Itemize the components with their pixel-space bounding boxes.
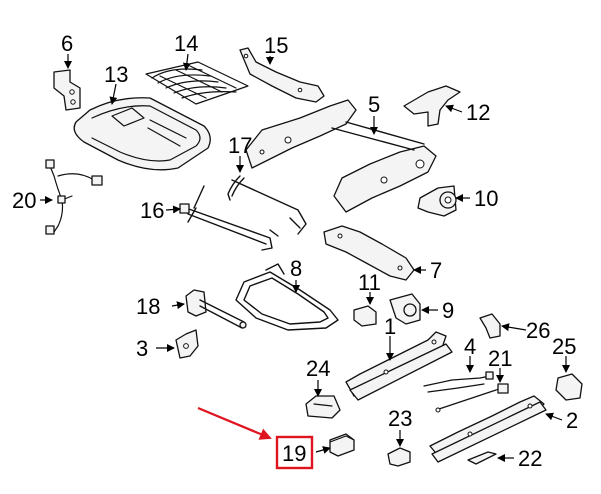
part-7-track-bracket <box>323 225 415 281</box>
part-5-seat-frame <box>245 99 437 213</box>
callout-11: 11 <box>358 270 381 295</box>
callout-13: 13 <box>104 62 128 87</box>
callout-15: 15 <box>264 33 288 58</box>
part-17-hook-wire <box>227 175 307 235</box>
part-14-spring-mat <box>145 61 249 105</box>
callout-4: 4 <box>464 334 476 359</box>
part-1-seat-track <box>345 331 453 401</box>
part-11-pad <box>353 305 377 327</box>
callout-24: 24 <box>306 356 330 381</box>
part-24-bracket <box>305 395 341 419</box>
highlight-part-19 <box>197 406 314 470</box>
callout-25: 25 <box>552 334 576 359</box>
part-10-motor <box>417 185 457 217</box>
part-21-cable <box>435 383 509 413</box>
part-13-seat-cushion <box>73 97 211 171</box>
callout-19: 19 <box>282 441 306 466</box>
part-9-motor <box>389 293 421 325</box>
callout-1: 1 <box>384 314 396 339</box>
callout-21: 21 <box>488 346 512 371</box>
callout-22: 22 <box>518 446 542 471</box>
part-25-bracket <box>555 373 583 401</box>
part-4-cable <box>423 371 494 393</box>
part-3-clip <box>175 329 199 359</box>
callout-5: 5 <box>368 92 380 117</box>
highlight-box <box>275 435 314 470</box>
part-20-wire-harness <box>45 159 103 235</box>
part-22-strip <box>467 451 497 465</box>
callout-7: 7 <box>430 258 442 283</box>
callout-14: 14 <box>174 31 198 56</box>
leader-lines <box>40 53 570 462</box>
part-18-strut <box>185 289 247 329</box>
part-19-block <box>329 433 355 457</box>
part-23-clip <box>387 447 411 467</box>
part-15-rail <box>239 47 325 103</box>
callout-18: 18 <box>136 294 160 319</box>
part-2-seat-track <box>429 395 547 463</box>
highlight-arrow <box>197 406 272 440</box>
callout-17: 17 <box>228 133 252 158</box>
callout-12: 12 <box>466 100 490 125</box>
callout-6: 6 <box>61 31 73 56</box>
callout-labels: 6 14 15 13 5 12 17 20 10 16 8 7 11 18 9 … <box>12 31 578 471</box>
part-26-bracket <box>479 313 501 339</box>
callout-26: 26 <box>526 318 550 343</box>
part-8-wire-frame <box>235 263 339 331</box>
part-16-cross-rod <box>179 185 301 251</box>
callout-8: 8 <box>290 256 302 281</box>
callout-20: 20 <box>12 188 36 213</box>
callout-16: 16 <box>140 198 164 223</box>
callout-9: 9 <box>442 298 454 323</box>
callout-10: 10 <box>474 186 498 211</box>
part-6-bracket <box>53 69 81 111</box>
part-12-bracket <box>403 85 461 127</box>
callout-2: 2 <box>566 408 578 433</box>
callout-3: 3 <box>136 336 148 361</box>
callout-23: 23 <box>388 406 412 431</box>
